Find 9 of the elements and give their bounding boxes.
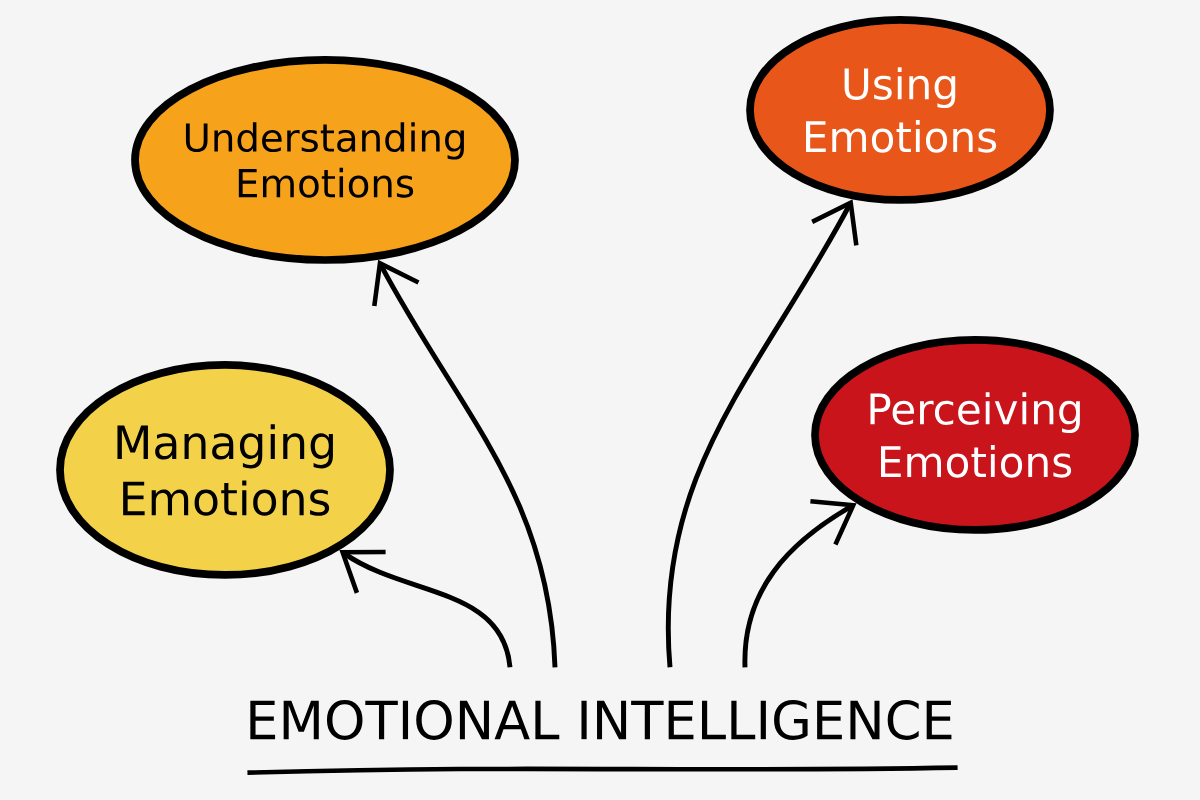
ellipse-bubble: Using Emotions [746,16,1054,204]
arrow [742,498,857,668]
arrow [372,259,558,668]
arrow [665,199,859,668]
ellipse-bubble: Understanding Emotions [131,56,519,264]
ellipse-bubble: Perceiving Emotions [811,336,1139,534]
ellipse-bubble: Managing Emotions [56,361,394,579]
title: EMOTIONAL INTELLIGENCE [250,700,952,740]
arrow [339,549,513,668]
